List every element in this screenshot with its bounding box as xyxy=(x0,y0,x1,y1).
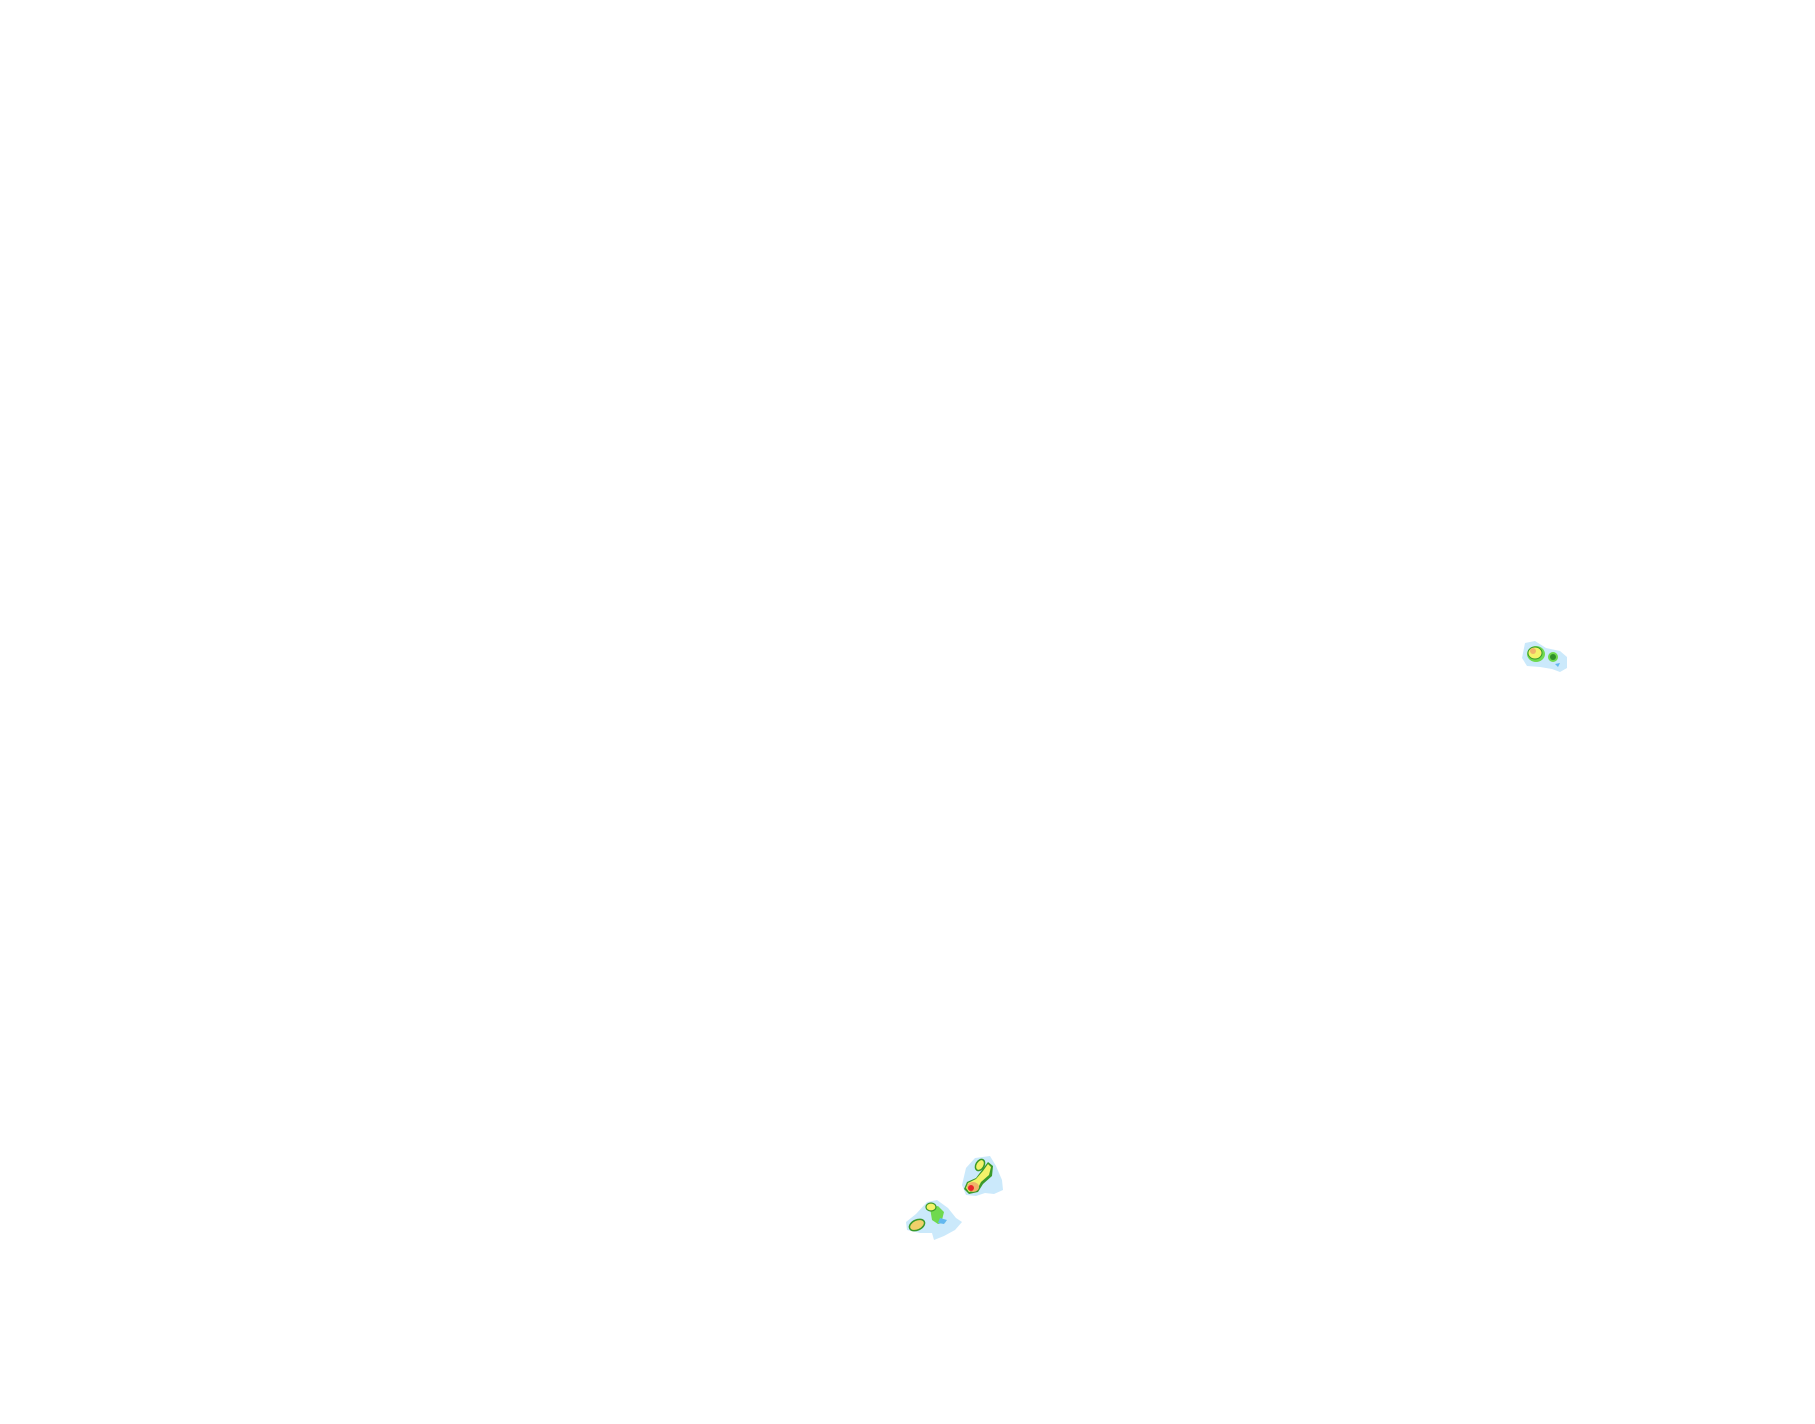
precip-cell-south-east xyxy=(962,1156,1003,1196)
precip-cell-east xyxy=(1522,641,1567,672)
precip-cell-south-west xyxy=(906,1200,962,1240)
